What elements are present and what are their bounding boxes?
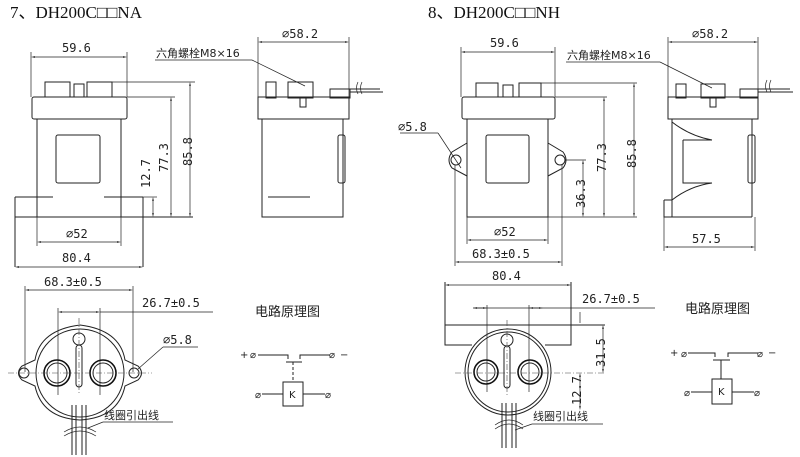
model-8-front-view: 59.6 85.8 77.3 36.3 ⌀5.8 ⌀52 — [398, 36, 639, 266]
dim-width-top: 59.6 — [62, 41, 91, 55]
dim-hole-dia: ⌀5.8 — [398, 120, 427, 134]
dim-terminal-spacing: 26.7±0.5 — [142, 296, 200, 310]
model-8: 8、DH200C□□NH 59.6 85.8 77.3 36.3 — [398, 3, 793, 448]
plus-terminal-label: + — [670, 348, 678, 359]
coil-label: K — [289, 390, 296, 401]
dim-width-top: 59.6 — [490, 36, 519, 50]
dim-mount-span: 68.3±0.5 — [44, 275, 102, 289]
terminal-symbol: ⌀ — [325, 390, 331, 401]
dim-height-total: 85.8 — [625, 139, 639, 168]
terminal-symbol: ⌀ — [757, 349, 763, 360]
dim-side-dia: ⌀58.2 — [692, 27, 728, 41]
dim-ear-height: 36.3 — [574, 179, 588, 208]
model-8-circuit-diagram: 电路原理图 + ⌀ ⌀ − K ⌀ ⌀ — [670, 301, 776, 405]
terminal-symbol: ⌀ — [684, 388, 690, 399]
minus-terminal-label: − — [768, 348, 776, 359]
model-7-side-view: ⌀58.2 六角螺栓M8×16 — [155, 27, 383, 218]
terminal-symbol: ⌀ — [250, 350, 256, 361]
model-7-circuit-diagram: 电路原理图 + ⌀ ⌀ − K ⌀ ⌀ — [240, 304, 348, 407]
dim-side-depth: 57.5 — [692, 232, 721, 246]
model-7-front-view: 59.6 85.8 77.3 12.7 ⌀52 80.4 — [14, 41, 195, 268]
bolt-label: 六角螺栓M8×16 — [156, 46, 240, 60]
terminal-symbol: ⌀ — [329, 350, 335, 361]
model-7: 7、DH200C□□NA 59.6 85.8 77.3 12.7 ⌀52 — [8, 3, 383, 455]
dim-height-body: 77.3 — [157, 143, 171, 172]
dim-base-width: 80.4 — [62, 251, 91, 265]
model-8-title: 8、DH200C□□NH — [428, 3, 560, 22]
terminal-bolt — [86, 81, 113, 98]
model-8-side-view: ⌀58.2 六角螺栓M8×16 57.5 — [566, 27, 793, 251]
circuit-title: 电路原理图 — [685, 301, 750, 317]
dim-height-total: 85.8 — [181, 137, 195, 166]
model-7-top-view: 68.3±0.5 26.7±0.5 ⌀5.8 线圈引出线 — [8, 275, 213, 455]
dim-hole-dia: ⌀5.8 — [163, 333, 192, 347]
terminal-symbol: ⌀ — [255, 390, 261, 401]
minus-terminal-label: − — [340, 350, 348, 361]
dim-terminal-spacing: 26.7±0.5 — [582, 292, 640, 306]
dim-height-body: 77.3 — [595, 143, 609, 172]
dim-side-dia: ⌀58.2 — [282, 27, 318, 41]
coil-label: K — [718, 387, 725, 398]
terminal-bolt — [44, 81, 71, 98]
plus-terminal-label: + — [240, 350, 248, 361]
model-8-top-view: 80.4 26.7±0.5 31.5 12.7 线圈引出线 — [444, 269, 655, 448]
model-7-title: 7、DH200C□□NA — [10, 3, 143, 22]
dim-base-height: 12.7 — [139, 159, 153, 188]
coil-lead-label: 线圈引出线 — [104, 408, 159, 422]
circuit-title: 电路原理图 — [255, 304, 320, 320]
dim-base-width: 80.4 — [492, 269, 521, 283]
terminal-symbol: ⌀ — [681, 349, 687, 360]
dim-body-dia: ⌀52 — [494, 225, 516, 239]
dim-mount-span: 68.3±0.5 — [472, 247, 530, 261]
dim-base-height: 12.7 — [570, 376, 584, 405]
coil-lead-label: 线圈引出线 — [533, 409, 588, 423]
dim-body-dia: ⌀52 — [66, 227, 88, 241]
terminal-symbol: ⌀ — [754, 388, 760, 399]
dim-plate-offset: 31.5 — [594, 338, 608, 367]
bolt-label: 六角螺栓M8×16 — [567, 48, 651, 62]
